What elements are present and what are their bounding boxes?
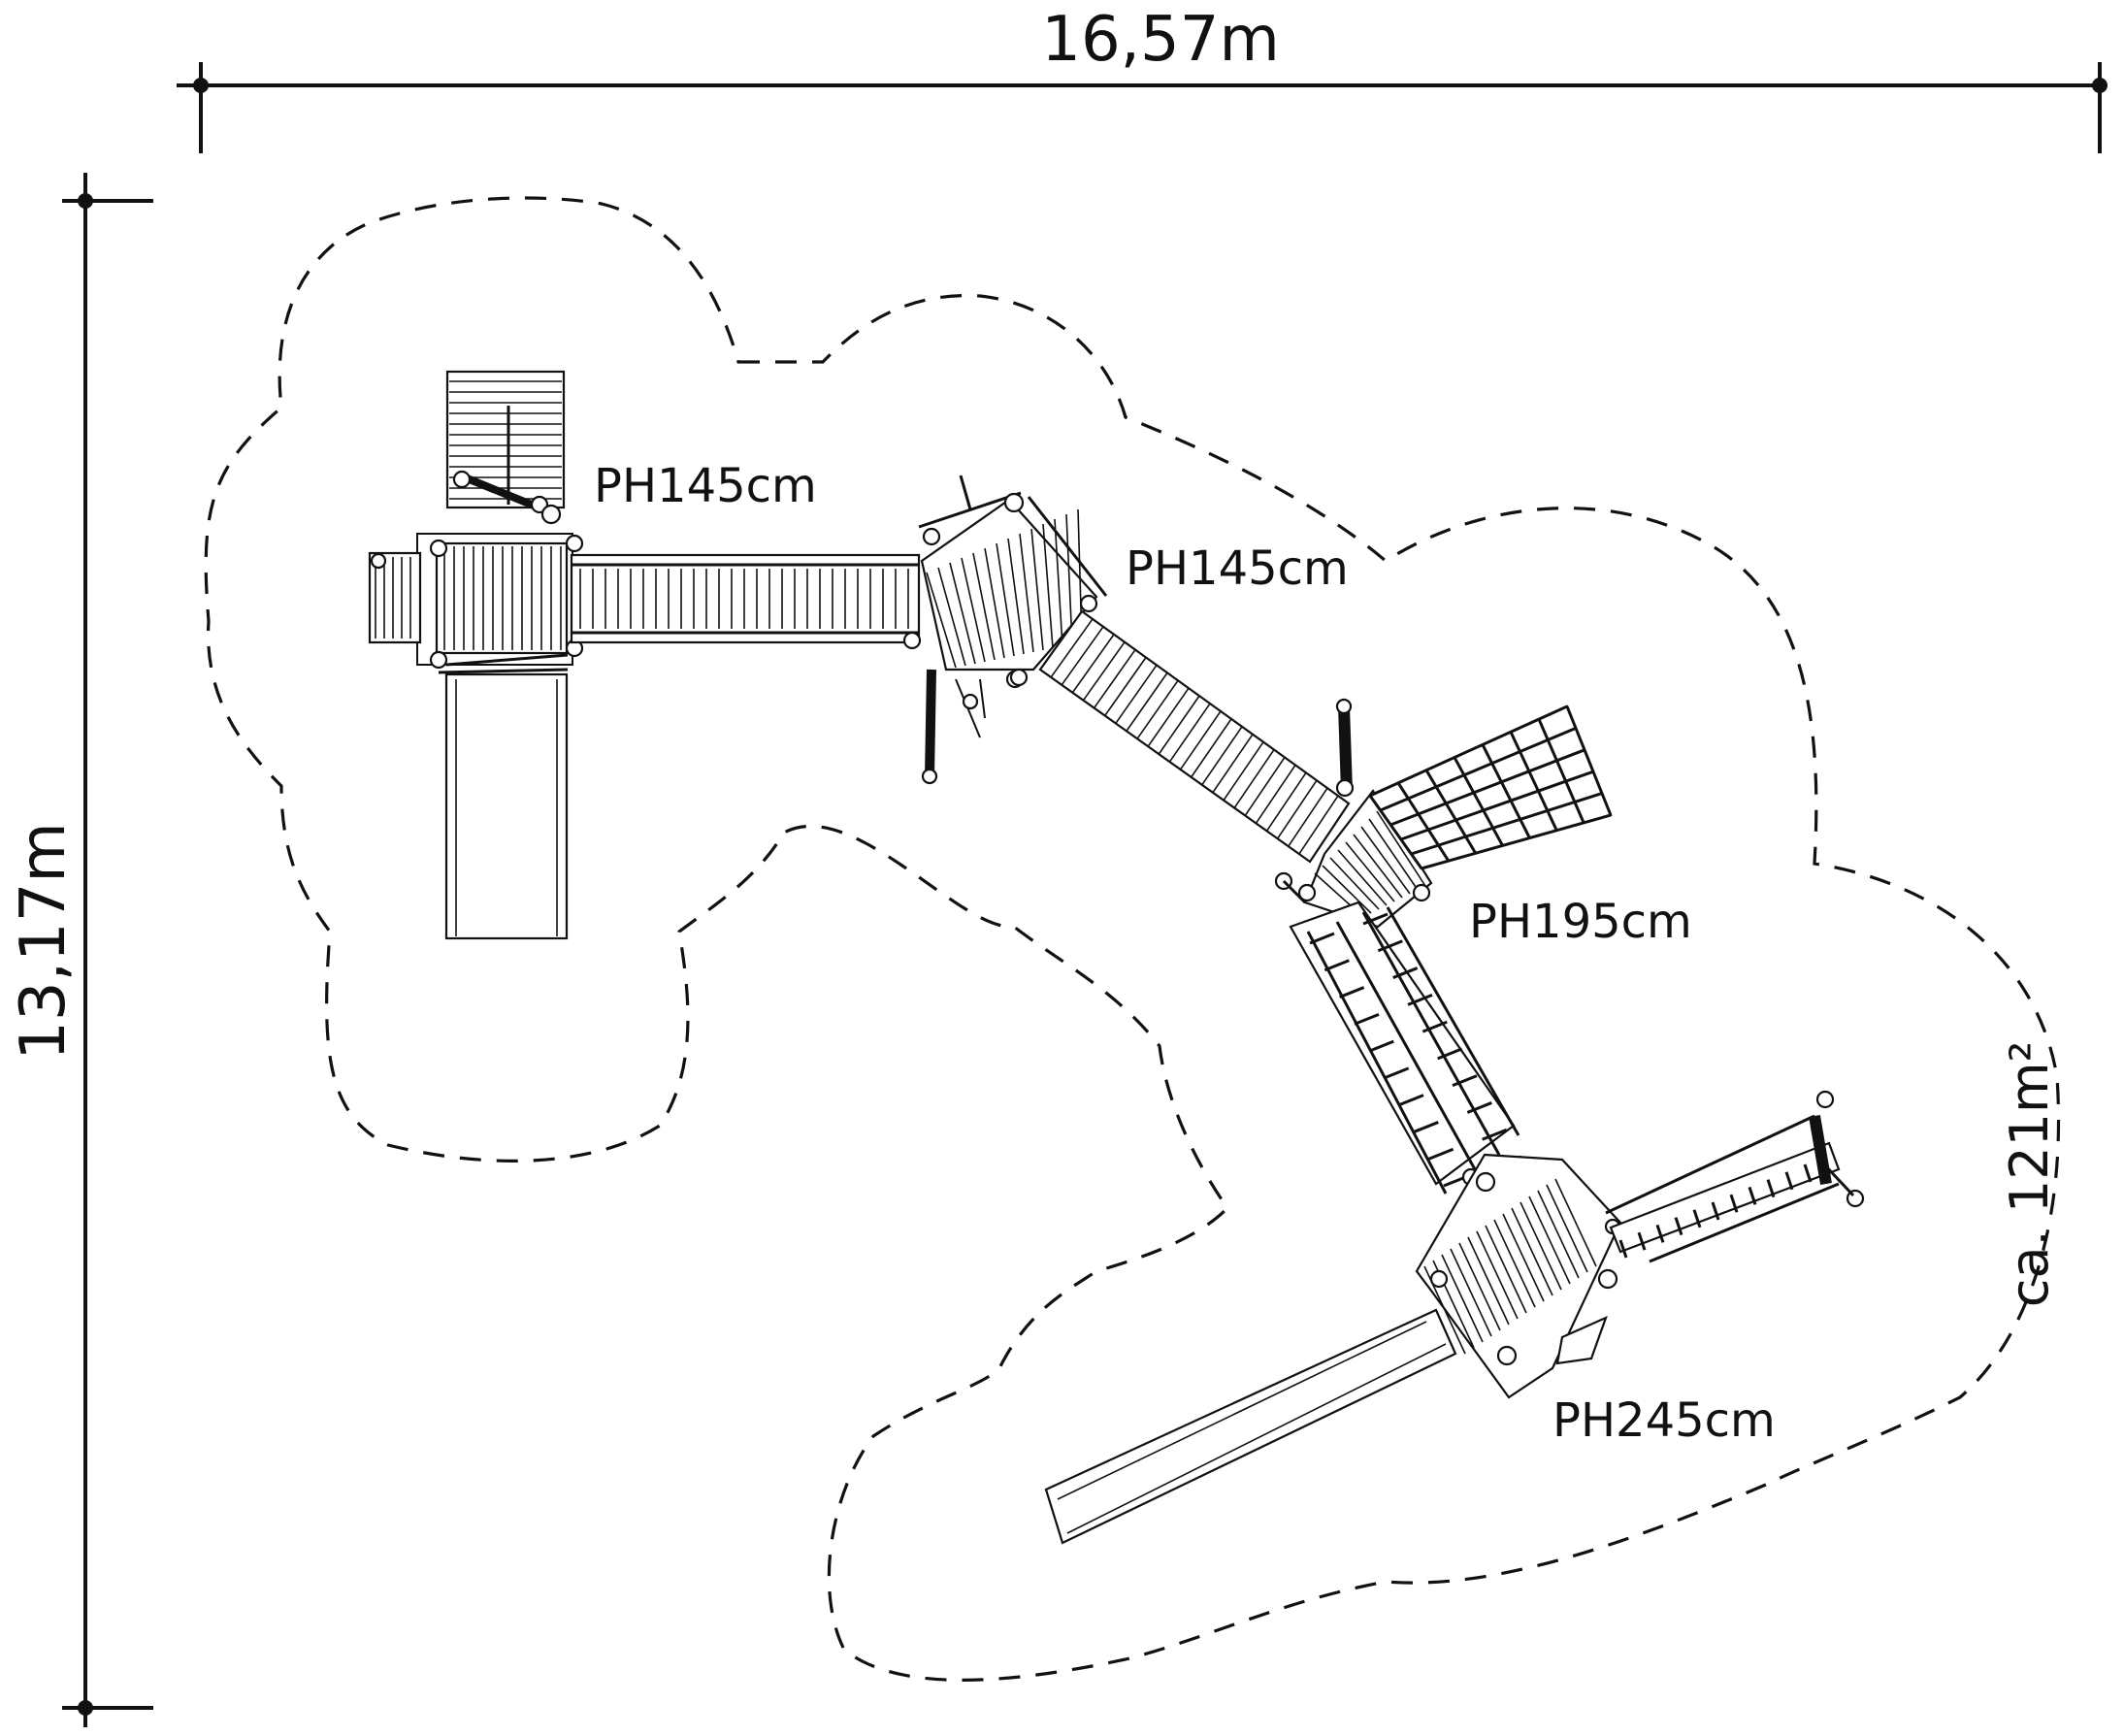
horizontal-bridge — [570, 527, 941, 650]
platform-label-3: PH195cm — [1469, 895, 1692, 949]
left-tower — [368, 370, 584, 940]
platform-label-4: PH245cm — [1552, 1393, 1776, 1448]
third-tower — [1274, 698, 1433, 943]
platform-label-2: PH145cm — [1126, 541, 1349, 596]
area-label: ca. 121m² — [1999, 1041, 2060, 1307]
height-dimension: 13,17m — [8, 173, 153, 1727]
safety-area-outline — [204, 196, 2061, 1682]
double-ladder — [1289, 901, 1522, 1195]
left-tower-top-slats — [449, 380, 562, 500]
height-label: 13,17m — [8, 822, 80, 1061]
width-dimension: 16,57m — [177, 4, 2108, 153]
width-label: 16,57m — [1041, 4, 1280, 76]
left-side-railing-bars — [375, 557, 411, 639]
platform-label-1: PH145cm — [594, 459, 817, 513]
last-tower — [1044, 1090, 1865, 1545]
diagonal-bridge — [1009, 609, 1351, 864]
cargo-net — [1368, 704, 1613, 870]
left-platform-slats — [443, 546, 562, 650]
